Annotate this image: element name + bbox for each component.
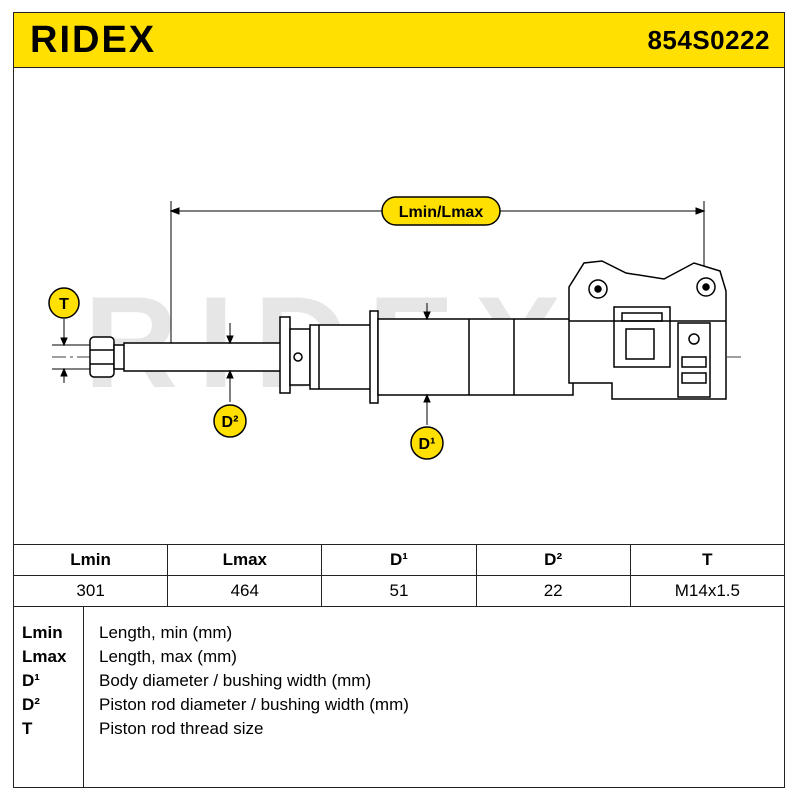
legend-divider — [83, 607, 84, 787]
label-length: Lmin/Lmax — [381, 196, 501, 226]
label-body-diameter-text: D¹ — [419, 436, 436, 453]
label-rod-diameter: D² — [213, 404, 247, 438]
spec-value-cell: 301 — [12, 575, 169, 607]
legend-key: Lmin — [22, 623, 63, 642]
legend-item: Lmax Length, max (mm) — [14, 647, 784, 671]
spec-header-cell: D² — [475, 544, 631, 576]
spec-header-row: Lmin Lmax D¹ D² T — [12, 544, 786, 576]
ridex-logo: RIDEX — [30, 21, 156, 59]
spec-table: Lmin Lmax D¹ D² T 301 464 51 22 M14x1.5 — [12, 544, 786, 607]
legend: Lmin Length, min (mm) Lmax Length, max (… — [14, 607, 784, 787]
spec-header-cell: D¹ — [321, 544, 477, 576]
seal-cap — [279, 310, 379, 404]
label-thread-text: T — [59, 296, 69, 313]
legend-key: D¹ — [22, 671, 40, 690]
product-sheet: RIDEX 854S0222 RIDEX — [12, 12, 786, 788]
legend-item: D² Piston rod diameter / bushing width (… — [14, 695, 784, 719]
legend-item: T Piston rod thread size — [14, 719, 784, 743]
spec-header-cell: T — [629, 544, 786, 576]
spec-value-cell: M14x1.5 — [629, 575, 786, 607]
svg-text:RIDEX: RIDEX — [30, 21, 156, 59]
body-diameter-dimension — [423, 303, 431, 425]
legend-key: D² — [22, 695, 40, 714]
legend-desc: Length, max (mm) — [99, 647, 237, 666]
header-bar: RIDEX 854S0222 — [14, 13, 784, 68]
spec-value-cell: 464 — [167, 575, 323, 607]
mounting-bracket — [568, 260, 727, 400]
piston-rod — [123, 342, 285, 372]
rod-nut — [89, 336, 127, 378]
legend-item: Lmin Length, min (mm) — [14, 623, 784, 647]
spec-value-row: 301 464 51 22 M14x1.5 — [12, 575, 786, 607]
legend-desc: Piston rod thread size — [99, 719, 264, 738]
spec-value-cell: 51 — [321, 575, 477, 607]
label-length-text: Lmin/Lmax — [399, 204, 484, 221]
rod-diameter-dimension — [226, 323, 234, 402]
legend-key: Lmax — [22, 647, 67, 666]
label-rod-diameter-text: D² — [222, 414, 239, 431]
spec-header-cell: Lmin — [12, 544, 169, 576]
spec-header-cell: Lmax — [167, 544, 323, 576]
damper-body — [377, 318, 574, 396]
legend-desc: Body diameter / bushing width (mm) — [99, 671, 372, 690]
legend-desc: Piston rod diameter / bushing width (mm) — [99, 695, 409, 714]
legend-item: D¹ Body diameter / bushing width (mm) — [14, 671, 784, 695]
shock-absorber-drawing: RIDEX — [48, 196, 744, 460]
label-thread: T — [48, 287, 80, 319]
part-number: 854S0222 — [647, 25, 770, 55]
legend-desc: Length, min (mm) — [99, 623, 233, 642]
label-body-diameter: D¹ — [410, 426, 444, 460]
thread-dimension — [52, 319, 96, 383]
spec-value-cell: 22 — [475, 575, 631, 607]
legend-key: T — [22, 719, 33, 738]
